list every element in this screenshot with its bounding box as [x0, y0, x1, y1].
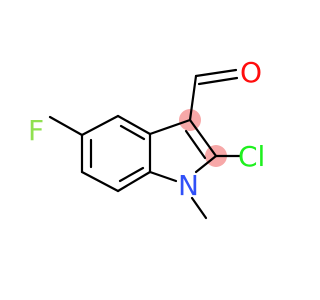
atom-oxygen-label: O [240, 56, 262, 89]
bond-c3-c2 [188, 118, 218, 158]
bond-cho-o [194, 68, 238, 78]
bond-c5-f [48, 115, 84, 137]
bond-c2-n1 [194, 154, 218, 174]
atom-chlorine-label: Cl [238, 140, 265, 173]
bond-n1-c7a [148, 170, 178, 183]
bond-c3-c2-inner [184, 129, 207, 160]
bond-c7a-c7 [116, 170, 152, 193]
bond-c4-c3a [116, 114, 152, 136]
bond-c7a-c7-inner [118, 166, 145, 183]
bond-c3-cho [188, 74, 198, 122]
bond-c7-c6 [80, 170, 120, 193]
bond-n1-methyl [190, 196, 208, 220]
bond-c4-c3a-inner [119, 124, 146, 141]
bond-cho-o-double [197, 76, 239, 86]
bond-c3a-c3 [148, 118, 192, 136]
atom-nitrogen-label: N [178, 169, 199, 202]
atom-fluorine-label: F [28, 114, 44, 147]
molecule-structure: O F Cl N [28, 56, 265, 220]
bond-c5-c4 [80, 114, 120, 137]
molecule-canvas: O F Cl N [28, 56, 265, 220]
